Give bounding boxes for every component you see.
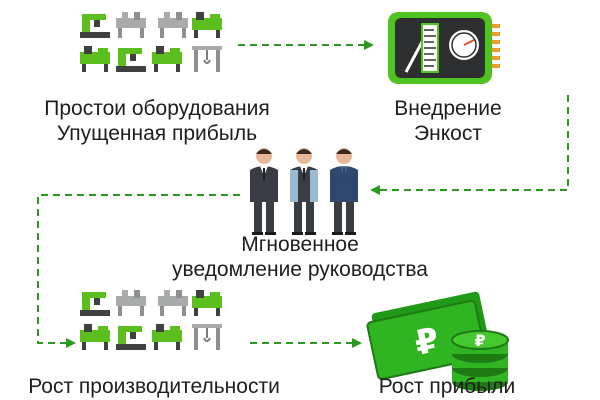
label-enkost-line2: Энкост (414, 122, 482, 145)
manager-3 (330, 148, 358, 235)
connectors (37, 40, 569, 348)
monitoring-device-icon (388, 12, 500, 84)
managers-icon (250, 148, 358, 235)
svg-text:₽: ₽ (474, 331, 485, 350)
label-management-line1: Мгновенное (241, 233, 359, 256)
label-productivity-line1: Рост производительности (28, 375, 280, 398)
label-enkost: Внедрение Энкост (378, 96, 518, 146)
label-profit-line1: Рост прибыли (378, 375, 516, 398)
label-management-line2: уведомление руководства (172, 258, 428, 281)
label-enkost-line1: Внедрение (394, 97, 502, 120)
machinery-icon-downtime (80, 12, 222, 72)
manager-2 (290, 148, 318, 235)
ruble-money-icon: ₽ ₽ (366, 291, 509, 391)
label-profit: Рост прибыли (372, 374, 522, 399)
label-downtime: Простои оборудования Упущенная прибыль (28, 96, 286, 146)
label-management: Мгновенное уведомление руководства (150, 232, 450, 282)
label-downtime-line1: Простои оборудования (44, 97, 270, 120)
arrow-management-to-productivity (37, 194, 240, 348)
label-downtime-line2: Упущенная прибыль (56, 122, 258, 145)
label-productivity: Рост производительности (14, 374, 294, 399)
machinery-icon-productivity (80, 290, 222, 350)
manager-1 (250, 148, 278, 235)
